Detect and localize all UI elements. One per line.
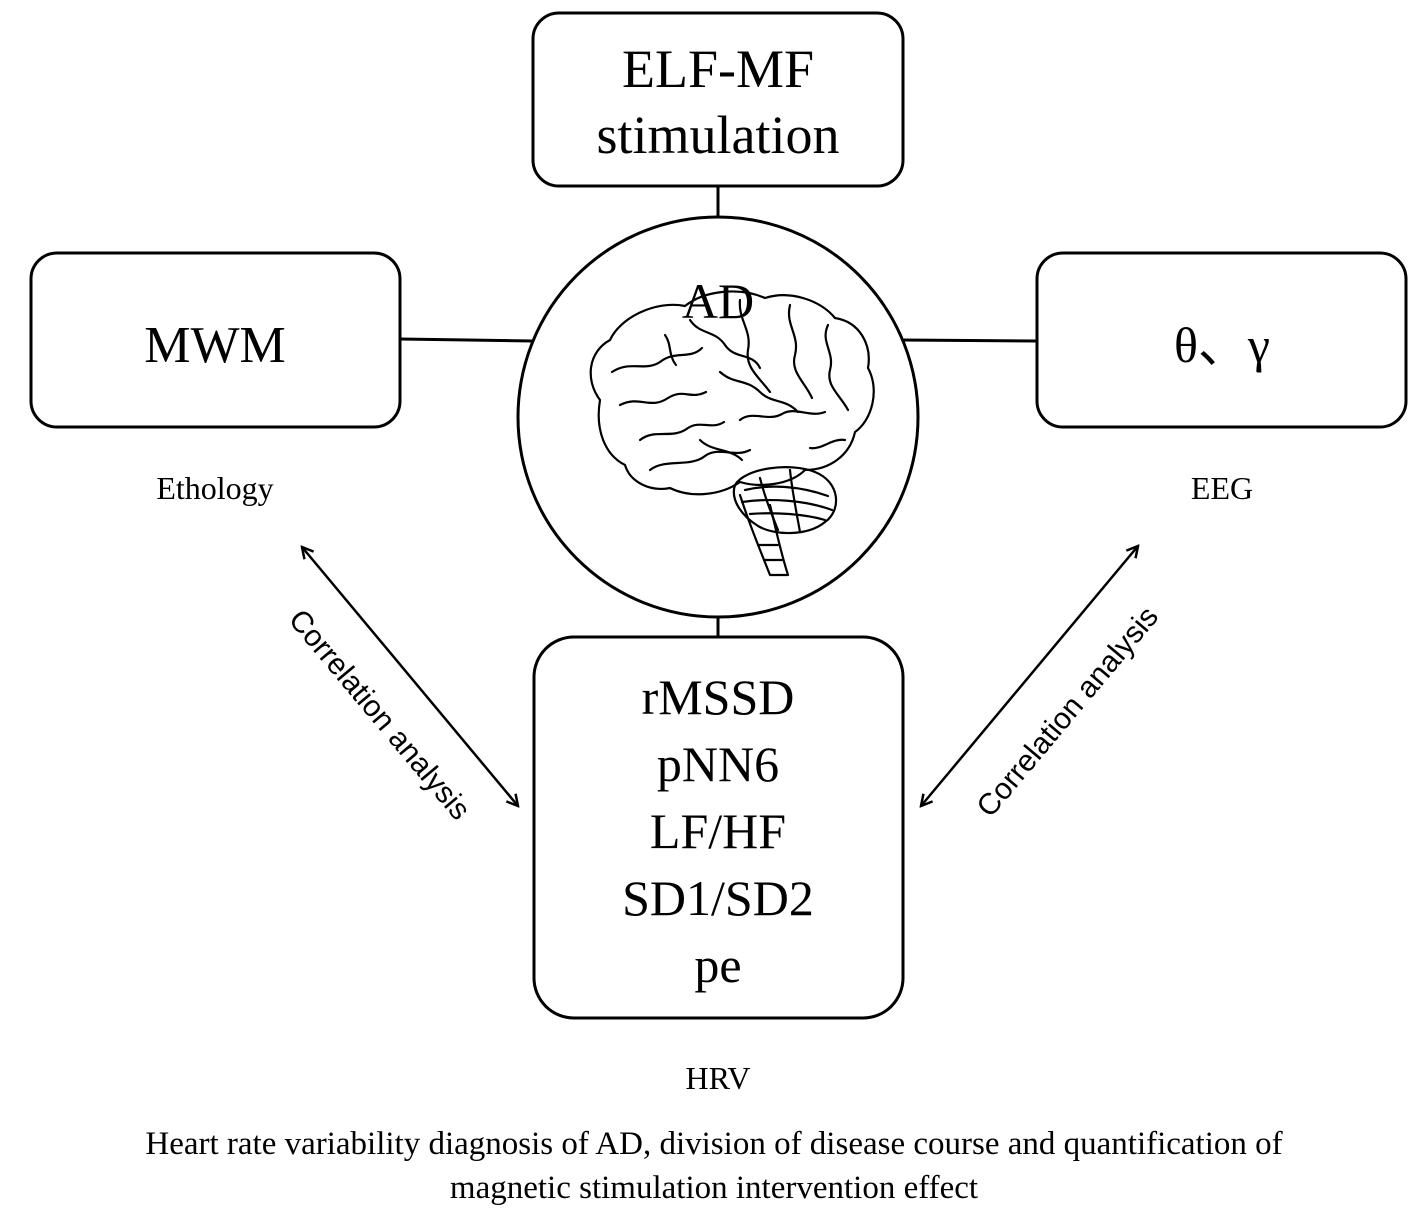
hrv-line-5: pe (694, 937, 741, 993)
hrv-box (532, 635, 905, 1020)
ethology-box (29, 251, 402, 429)
brain-icon (589, 290, 875, 577)
hrv-line-1: rMSSD (642, 669, 795, 725)
stimulation-box (531, 11, 905, 188)
stimulation-line-2: stimulation (597, 105, 840, 165)
stimulation-line-1: ELF-MF (622, 39, 814, 99)
connector-right (902, 338, 1038, 343)
hrv-line-2: pNN6 (657, 736, 779, 792)
connector-left (399, 337, 533, 343)
caption-line-2: magnetic stimulation intervention effect (450, 1170, 978, 1206)
left-correlation-arrow (302, 547, 518, 806)
hrv-caption: HRV (686, 1060, 751, 1096)
ethology-caption: Ethology (156, 470, 273, 506)
center-circle (516, 215, 920, 619)
right-correlation-arrow (921, 546, 1138, 806)
caption-line-1: Heart rate variability diagnosis of AD, … (145, 1126, 1282, 1162)
hrv-line-4: SD1/SD2 (622, 870, 814, 926)
ethology-label: MWM (144, 317, 286, 374)
eeg-box (1035, 251, 1408, 429)
left-correlation-label: Correlation analysis (282, 603, 477, 826)
eeg-caption: EEG (1191, 470, 1253, 506)
eeg-label: θ、γ (1174, 317, 1270, 373)
hrv-line-3: LF/HF (650, 803, 786, 859)
